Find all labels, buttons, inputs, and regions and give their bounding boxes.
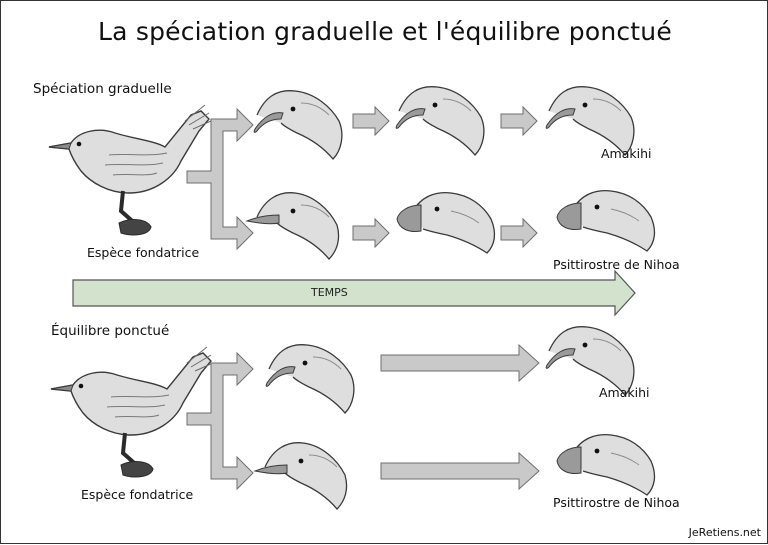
amakihi-punctuated-start-icon — [265, 344, 355, 414]
arrow-bottom-1 — [352, 218, 390, 248]
gradual-founder-label: Espèce fondatrice — [87, 245, 200, 260]
nihoa-stage2-icon — [396, 191, 496, 254]
gradual-heading: Spéciation graduelle — [33, 81, 172, 97]
site-credit: JeRetiens.net — [688, 526, 761, 539]
amakihi-stage1-icon — [253, 90, 343, 160]
long-arrow-bottom — [380, 451, 540, 491]
arrow-top-1 — [352, 106, 390, 136]
nihoa-punctuated-final-icon — [556, 433, 656, 496]
gradual-top-species-label: Amakihi — [601, 146, 652, 161]
timeline-arrow — [72, 269, 636, 317]
amakihi-final-icon — [545, 86, 635, 156]
branch-arrow-punctuated — [186, 351, 254, 491]
long-arrow-top — [380, 343, 540, 383]
founder-bird-gradual-icon — [47, 103, 213, 237]
gradual-bottom-species-label: Psittirostre de Nihoa — [553, 257, 680, 272]
branch-arrow-gradual — [186, 107, 254, 251]
arrow-top-2 — [500, 106, 538, 136]
diagram-title: La spéciation graduelle et l'équilibre p… — [98, 17, 672, 46]
nihoa-final-icon — [556, 189, 656, 252]
timeline-label: TEMPS — [311, 286, 348, 299]
nihoa-stage1-icon — [246, 192, 340, 260]
amakihi-stage2-icon — [395, 86, 485, 156]
punctuated-founder-label: Espèce fondatrice — [81, 487, 194, 502]
arrow-bottom-2 — [500, 218, 538, 248]
punctuated-top-species-label: Amakihi — [599, 385, 650, 400]
founder-bird-punctuated-icon — [49, 345, 215, 479]
punctuated-heading: Équilibre ponctué — [51, 323, 170, 339]
punctuated-bottom-species-label: Psittirostre de Nihoa — [553, 495, 680, 510]
nihoa-punctuated-start-icon — [254, 442, 348, 510]
